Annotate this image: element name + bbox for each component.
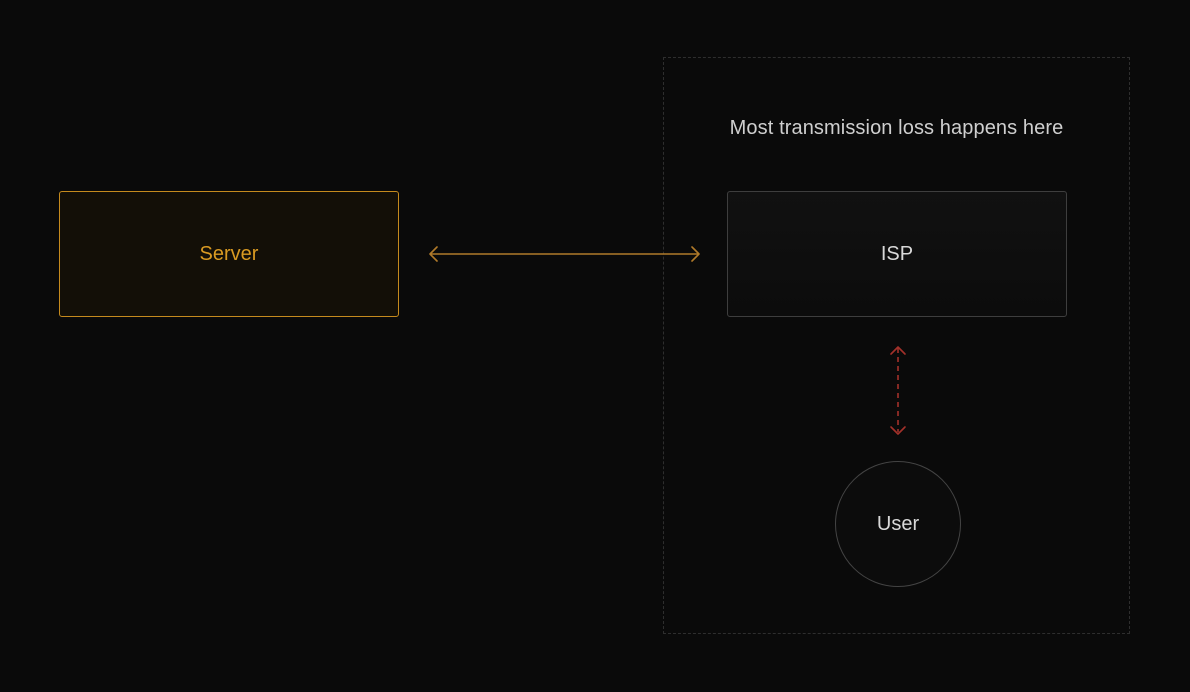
- server-label: Server: [199, 242, 259, 265]
- user-node: User: [835, 461, 961, 587]
- isp-user-connector: [890, 346, 906, 435]
- isp-label: ISP: [880, 242, 914, 265]
- isp-user-arrowhead-top: [890, 346, 906, 355]
- server-isp-arrowhead-left: [429, 246, 438, 262]
- isp-node: ISP: [727, 191, 1067, 317]
- user-label: User: [876, 512, 920, 535]
- isp-user-arrowhead-bottom: [890, 426, 906, 435]
- zone-caption: Most transmission loss happens here: [729, 117, 1064, 139]
- server-isp-arrowhead-right: [691, 246, 700, 262]
- server-node: Server: [59, 191, 399, 317]
- server-isp-connector: [429, 246, 700, 262]
- transmission-loss-zone: [663, 57, 1130, 634]
